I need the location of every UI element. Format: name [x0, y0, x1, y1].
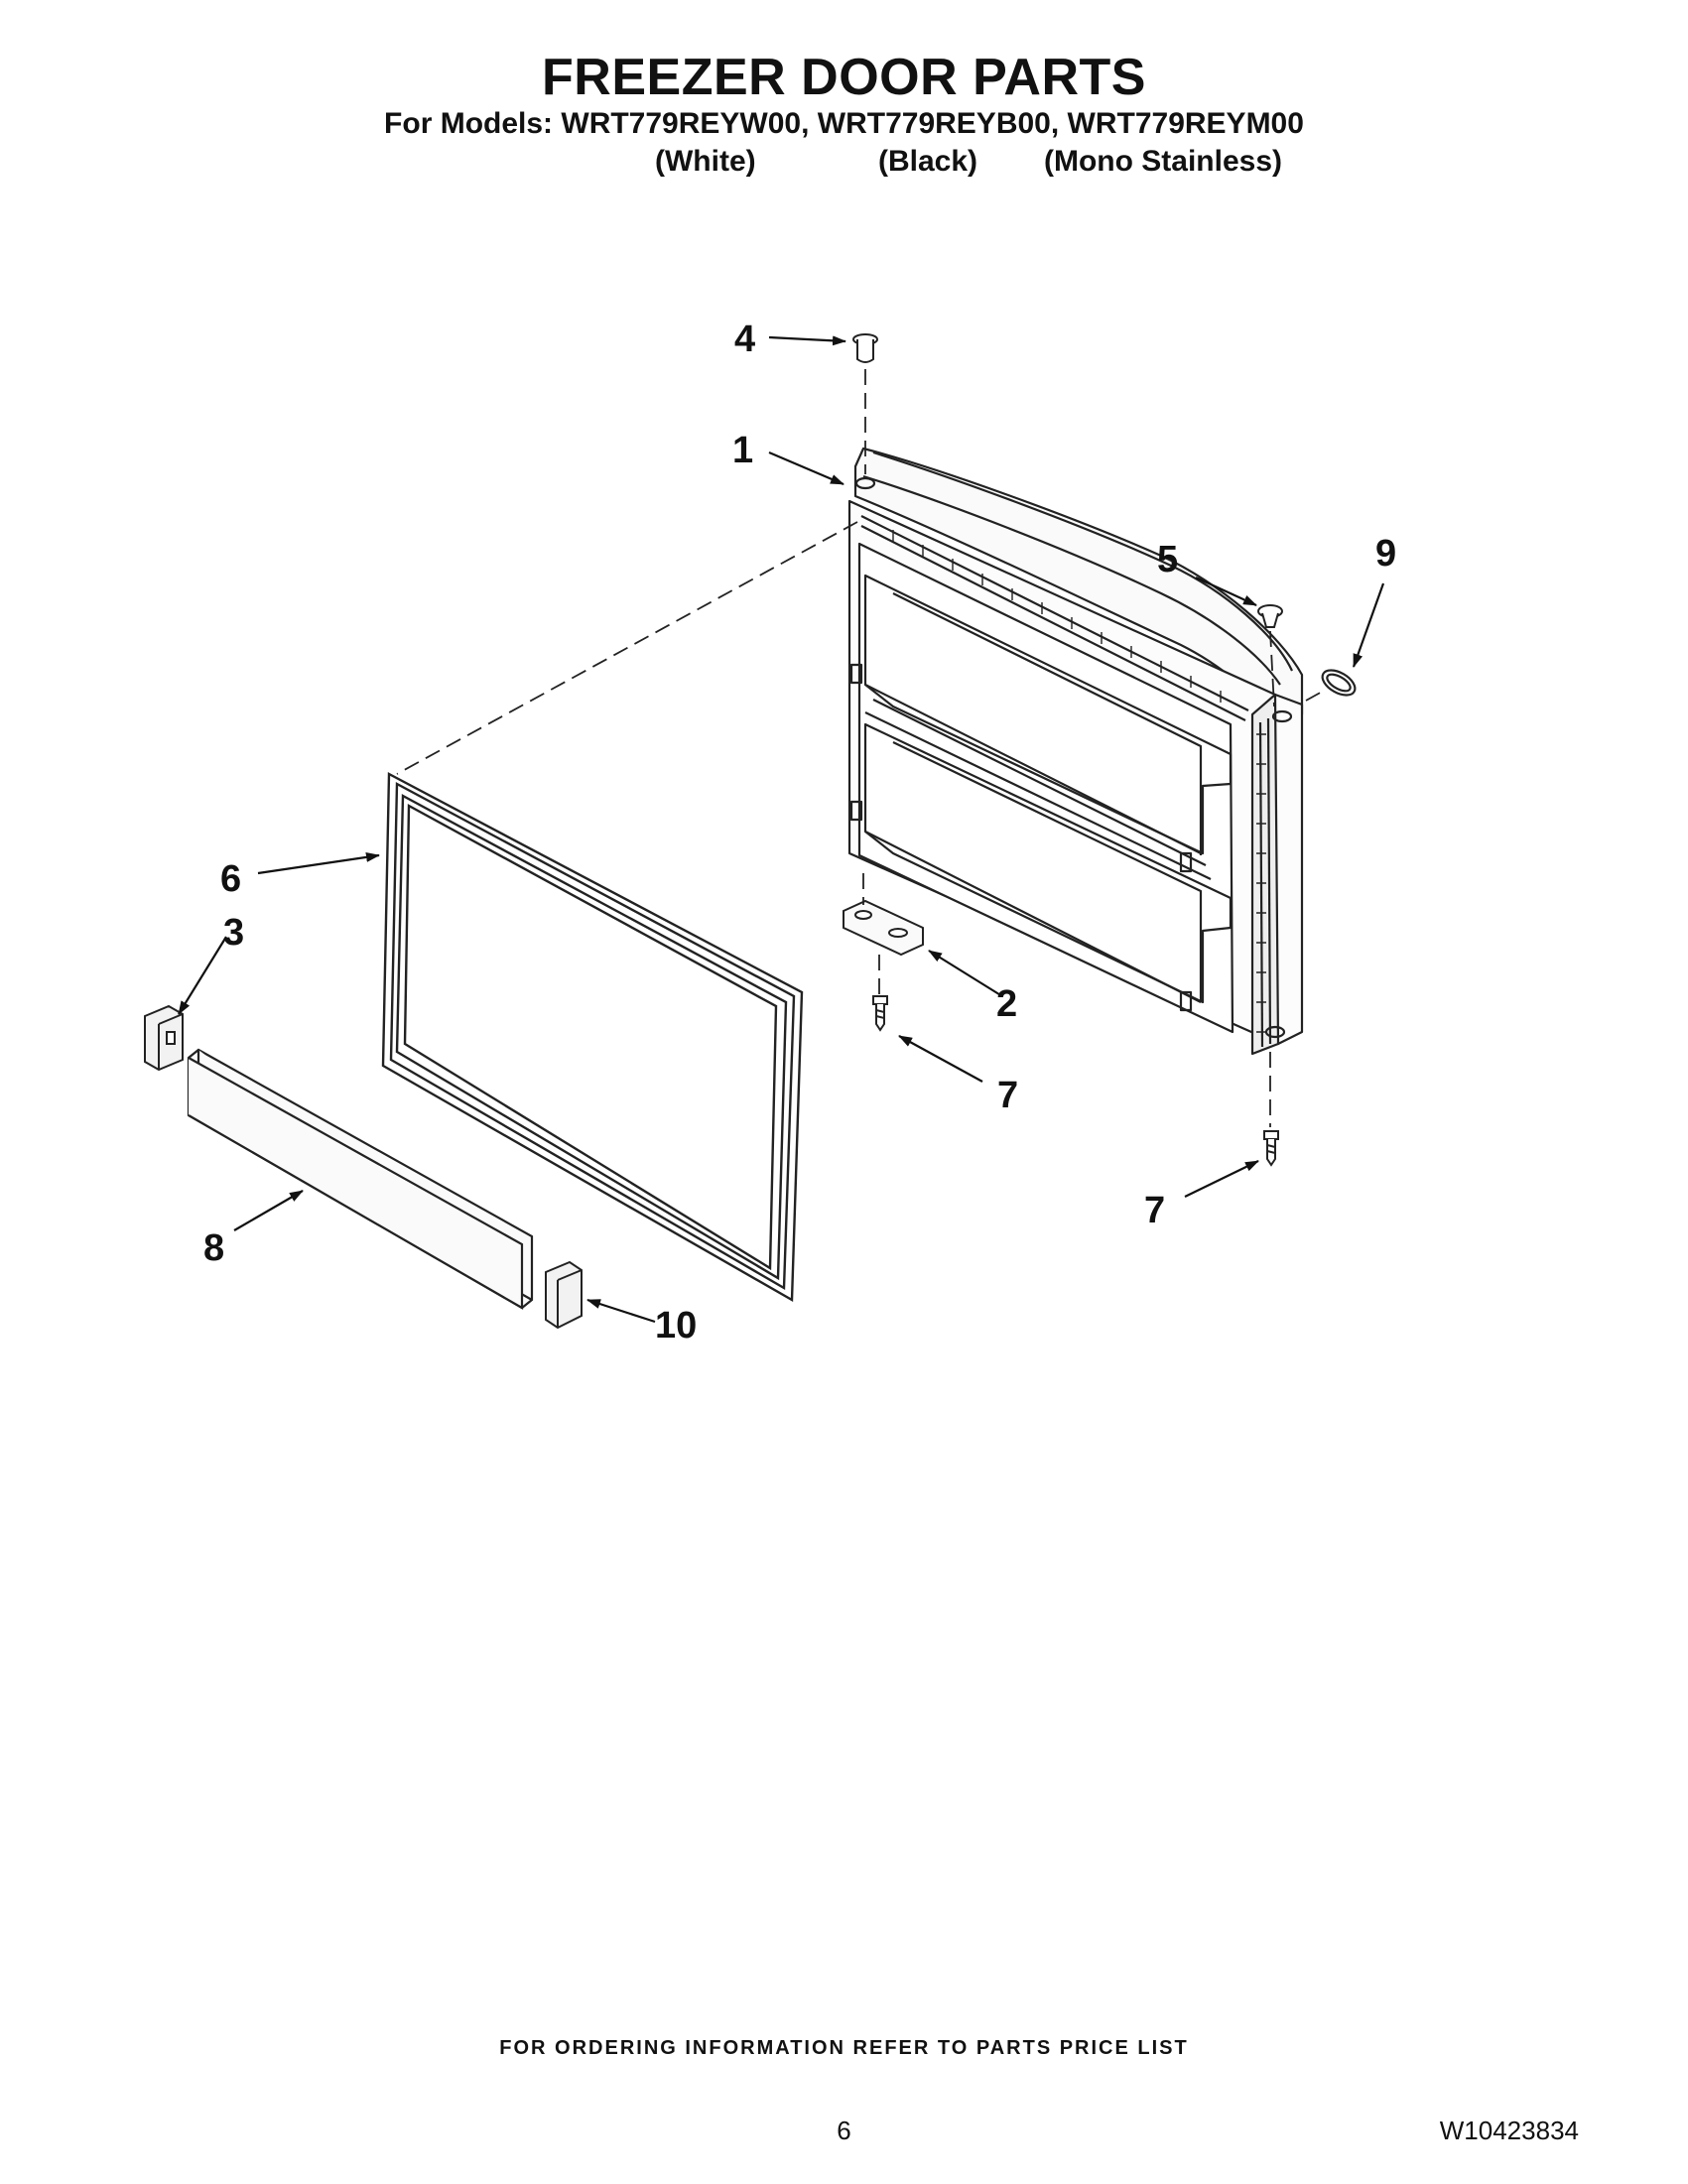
freezer-door — [847, 447, 1304, 1056]
hole-plug — [1257, 604, 1283, 628]
right-end-cap — [545, 1260, 583, 1330]
callout-9: 9 — [1375, 533, 1396, 575]
left-end-cap — [144, 1004, 184, 1072]
callout-6: 6 — [220, 858, 241, 900]
ordering-note: FOR ORDERING INFORMATION REFER TO PARTS … — [499, 2037, 1189, 2059]
callout-2: 2 — [996, 983, 1017, 1025]
models-line: For Models: WRT779REYW00, WRT779REYB00, … — [384, 107, 1304, 140]
screw-left — [872, 995, 888, 1032]
callout-4: 4 — [734, 319, 755, 360]
color-white: (White) — [655, 145, 756, 178]
callout-3: 3 — [223, 912, 244, 954]
screw-right — [1263, 1130, 1279, 1167]
callout-5: 5 — [1157, 539, 1178, 580]
callout-1: 1 — [732, 430, 753, 471]
callout-8: 8 — [203, 1227, 224, 1269]
handle-ring — [1321, 669, 1357, 697]
hinge-pin-top — [852, 333, 878, 363]
page-number: 6 — [837, 2116, 851, 2145]
color-black: (Black) — [878, 145, 978, 178]
door-gasket — [381, 772, 804, 1303]
leader-arrows — [178, 335, 1385, 1324]
page-title: FREEZER DOOR PARTS — [542, 49, 1146, 106]
color-mono-stainless: (Mono Stainless) — [1044, 145, 1283, 178]
assembly-guide-lines — [396, 369, 1325, 1127]
document-number: W10423834 — [1439, 2116, 1579, 2145]
lower-hinge-bracket — [843, 899, 924, 957]
callout-10: 10 — [655, 1305, 697, 1347]
callout-7a: 7 — [997, 1075, 1018, 1116]
door-trim-strip — [187, 1048, 534, 1310]
callout-7b: 7 — [1144, 1190, 1165, 1231]
